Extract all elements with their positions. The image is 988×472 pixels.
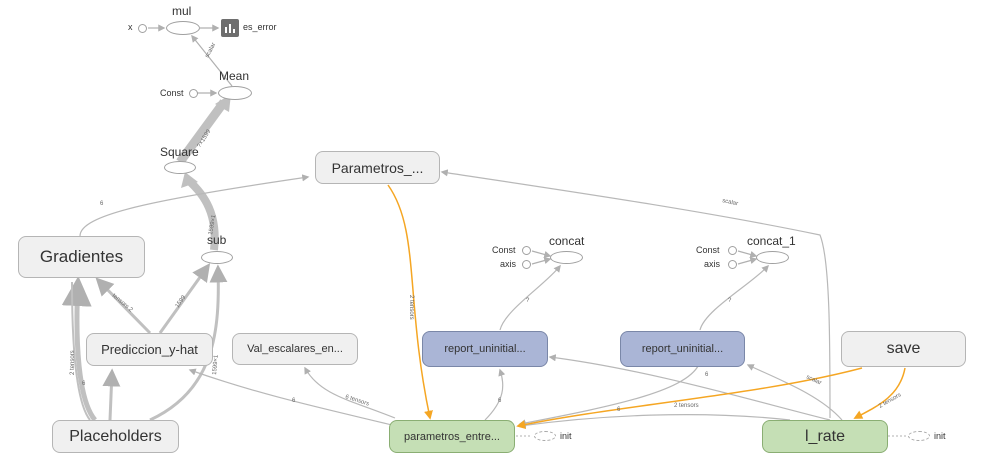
mean-node[interactable] (218, 86, 252, 100)
mul-label: mul (172, 4, 192, 18)
report-uninitial-2-label: report_uninitial... (641, 343, 724, 355)
edge-pe-report1 (484, 368, 506, 421)
square-label: Square (160, 145, 199, 159)
edge-pe-parametros (387, 184, 433, 420)
parametros-entre-node[interactable]: parametros_entre... (389, 420, 515, 453)
placeholders-node[interactable]: Placeholders (52, 420, 179, 453)
save-label: save (886, 340, 921, 357)
report-uninitial-2-node[interactable]: report_uninitial... (620, 331, 745, 367)
edge-placeholders-prediccion (102, 368, 121, 421)
init-a-node[interactable] (534, 431, 556, 441)
edge-label-lr-pe: 2 tensors (674, 403, 699, 409)
edge-concat-const (531, 250, 552, 258)
val-escalares-node[interactable]: Val_escalares_en... (232, 333, 358, 365)
const-label: Const (160, 88, 184, 98)
edge-mean-mul (191, 34, 233, 87)
edge-save-lrate (853, 367, 906, 419)
prediccion-node[interactable]: Prediccion_y-hat (86, 333, 213, 366)
edge-label-r1-concat: ? (526, 298, 530, 304)
edge-concat1-axis (737, 257, 758, 265)
init-a-label: init (560, 431, 572, 441)
edge-lrate-report1 (548, 354, 831, 421)
mul-node[interactable] (166, 21, 200, 35)
edge-placeholders-gradientes (61, 276, 98, 422)
edge-label-pe-r1: 6 (498, 398, 502, 404)
edge-label-lr-param: scalar (722, 198, 739, 207)
edge-label-save-pe: 6 (617, 407, 621, 413)
edge-report-pe (518, 361, 701, 427)
parametros-entre-label: parametros_entre... (404, 430, 500, 443)
edge-label-pred-grad: tensors 2 (111, 293, 134, 314)
l-rate-node[interactable]: l_rate (762, 420, 888, 453)
edge-label-lr-r1: scalar (805, 374, 822, 386)
sub-node[interactable] (201, 251, 233, 264)
edge-label-grad-param: 6 (100, 201, 104, 207)
edge-label-ph-sub: 1599×1 (212, 354, 220, 375)
report-uninitial-1-node[interactable]: report_uninitial... (422, 331, 548, 367)
edge-square-mean (176, 99, 228, 165)
concat-1-axis-label: axis (704, 259, 721, 269)
edge-label-pe-param: 2 tensors (408, 295, 414, 320)
sub-label: sub (207, 233, 227, 247)
edge-prediccion-gradientes (95, 277, 152, 335)
edge-placeholders-gradientes-b (71, 281, 91, 421)
concat-1-node[interactable] (756, 251, 789, 264)
edge-label-pe-val: 6 tensors (344, 394, 369, 407)
summary-bar-chart-icon[interactable] (221, 19, 239, 37)
edge-lrate-report2 (746, 364, 843, 421)
edge-save-pe (516, 367, 863, 429)
edge-label-ph-grad: 2 tensors (70, 350, 76, 375)
placeholders-label: Placeholders (69, 427, 162, 445)
init-b-label: init (934, 431, 946, 441)
edge-label-ph-pred: 6 (82, 381, 86, 387)
edge-pe-val (304, 366, 396, 419)
l-rate-label: l_rate (804, 427, 846, 445)
parametros-label: Parametros_... (331, 159, 424, 176)
concat-const-node[interactable] (522, 246, 531, 255)
report-uninitial-1-label: report_uninitial... (444, 343, 526, 355)
concat-1-axis-node[interactable] (728, 260, 737, 269)
save-node[interactable]: save (841, 331, 966, 367)
x-node[interactable] (138, 24, 147, 33)
concat-node[interactable] (550, 251, 583, 264)
concat-1-label: concat_1 (747, 234, 796, 248)
concat-const-label: Const (492, 245, 516, 255)
val-escalares-label: Val_escalares_en... (247, 343, 343, 355)
edge-concat-axis (531, 257, 552, 265)
edge-label-lr-r2: 6 (705, 372, 709, 378)
edge-prediccion-sub (158, 263, 211, 334)
gradientes-label: Gradientes (39, 247, 124, 266)
mean-label: Mean (219, 69, 250, 83)
edge-gradientes-parametros (79, 174, 310, 237)
square-node[interactable] (164, 161, 196, 174)
edge-sub-square-head (181, 172, 198, 188)
concat-axis-node[interactable] (522, 260, 531, 269)
init-b-node[interactable] (908, 431, 930, 441)
concat-label: concat (549, 234, 585, 248)
es-error-label: es_error (243, 22, 277, 32)
edge-pe-prediccion (188, 368, 393, 426)
edge-sub-square (185, 177, 219, 251)
edge-lrate-parametros (440, 169, 831, 419)
edge-label-sub-square: 1599×1 (208, 214, 218, 236)
edge-report2-concat1 (699, 264, 769, 331)
concat-axis-label: axis (500, 259, 517, 269)
x-label: x (128, 22, 133, 32)
parametros-node[interactable]: Parametros_... (315, 151, 440, 184)
gradientes-node[interactable]: Gradientes (18, 236, 145, 278)
edge-concat1-const (737, 250, 758, 258)
edge-label-r2-concat1: ? (728, 298, 732, 304)
edge-lrate-pe (518, 414, 791, 429)
edge-label-pe-pred: 6 (292, 398, 296, 404)
edge-report1-concat (499, 264, 561, 331)
concat-1-const-label: Const (696, 245, 720, 255)
concat-1-const-node[interactable] (728, 246, 737, 255)
const-node[interactable] (189, 89, 198, 98)
prediccion-label: Prediccion_y-hat (101, 342, 198, 357)
edge-label-mean-mul: scalar (204, 42, 217, 59)
